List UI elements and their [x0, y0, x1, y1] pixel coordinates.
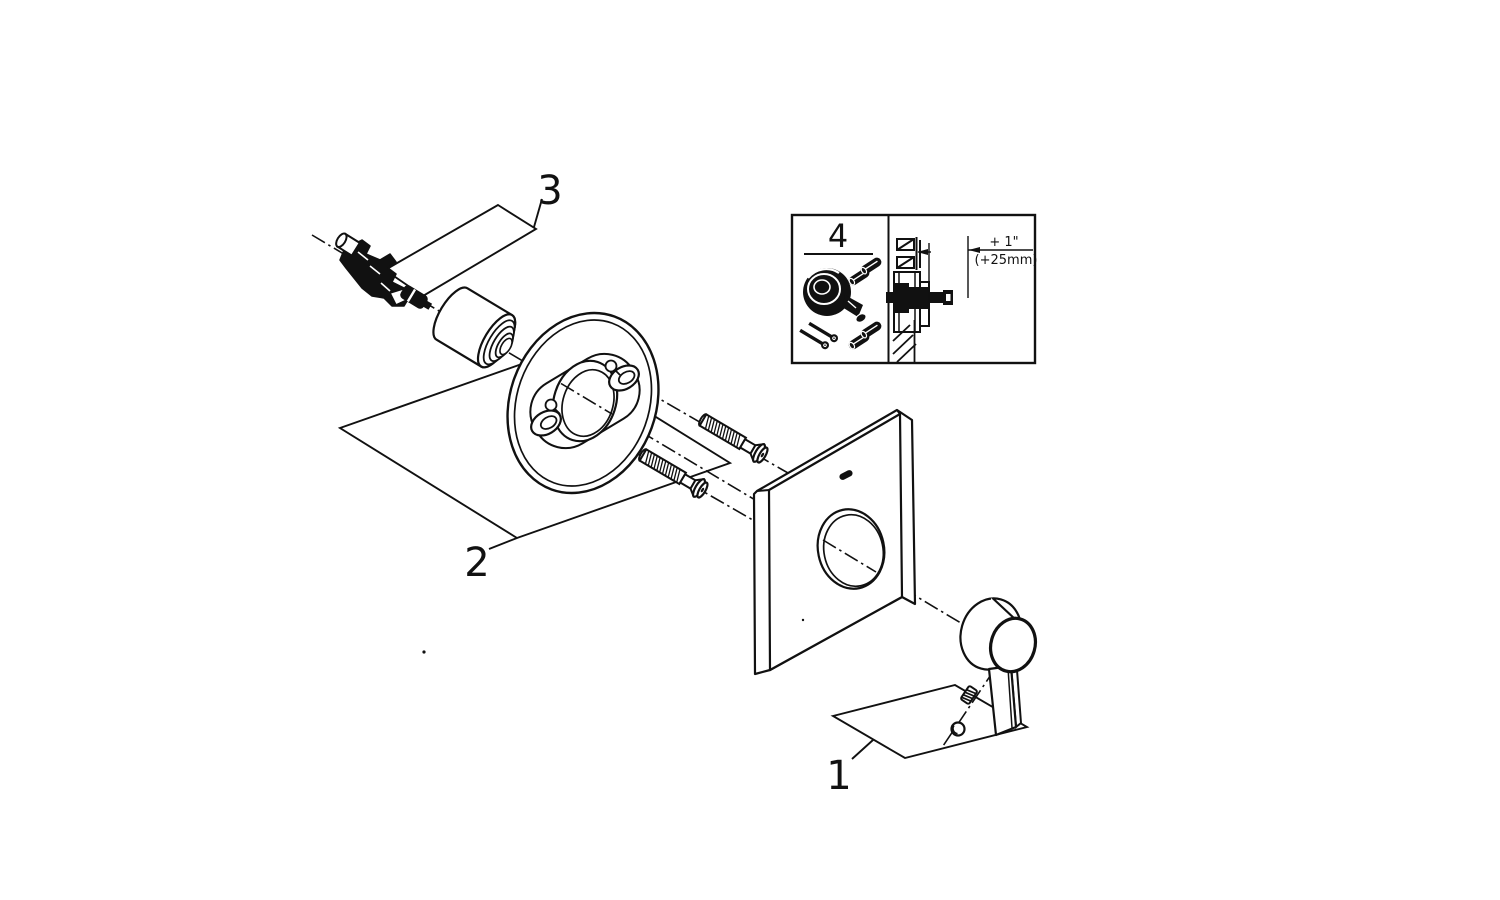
callout-2-leader: [488, 537, 518, 550]
escutcheon-part: [506, 311, 660, 495]
valve-stem-part: [335, 232, 411, 307]
dimension-text-inch: + 1": [989, 235, 1018, 250]
lever-handle-part: [959, 597, 1038, 737]
notch-upper: [604, 359, 618, 373]
lever-bar: [987, 664, 1023, 737]
handle-front-face: [988, 616, 1038, 674]
axis-through-holes: [560, 382, 877, 573]
callout-1-leader: [851, 739, 874, 760]
inset-wall-section: + 1" (+25mm): [886, 235, 1037, 363]
notch-lower: [544, 398, 558, 412]
callout-band-1: [830, 683, 1030, 760]
set-screw-part: [960, 685, 978, 705]
inset-detail-box: + 1" (+25mm) 4: [790, 213, 1037, 365]
tile-block-1: [896, 238, 915, 251]
cover-plate-part: [752, 408, 917, 676]
callout-1-label: 1: [826, 753, 851, 799]
sleeve-part: [432, 286, 517, 369]
wall-hatch: [892, 320, 917, 363]
inset-kit-drawing: [796, 255, 884, 353]
grohe-logo-mark: [839, 470, 853, 480]
callout-3-leader: [533, 198, 543, 228]
dimension-text-mm: (+25mm): [975, 253, 1038, 268]
tile-block-2: [896, 256, 915, 269]
mounting-screw-1: [694, 409, 772, 467]
escutcheon-center-hole: [551, 359, 619, 443]
callout-band-3: [383, 198, 543, 298]
plate-hole: [816, 508, 886, 590]
valve-stem-tip: [335, 232, 362, 257]
callout-2-label: 2: [464, 540, 489, 586]
callout-band-2: [337, 351, 733, 550]
dimension-annotation: + 1" (+25mm): [917, 235, 1037, 322]
adapter-part: [400, 285, 433, 310]
inset-label-4: 4: [828, 217, 848, 255]
stray-dot: [422, 650, 426, 654]
screw2-axis-line: [555, 406, 773, 532]
cap-plug-part: [950, 721, 966, 737]
callout-3-label: 3: [537, 168, 562, 214]
